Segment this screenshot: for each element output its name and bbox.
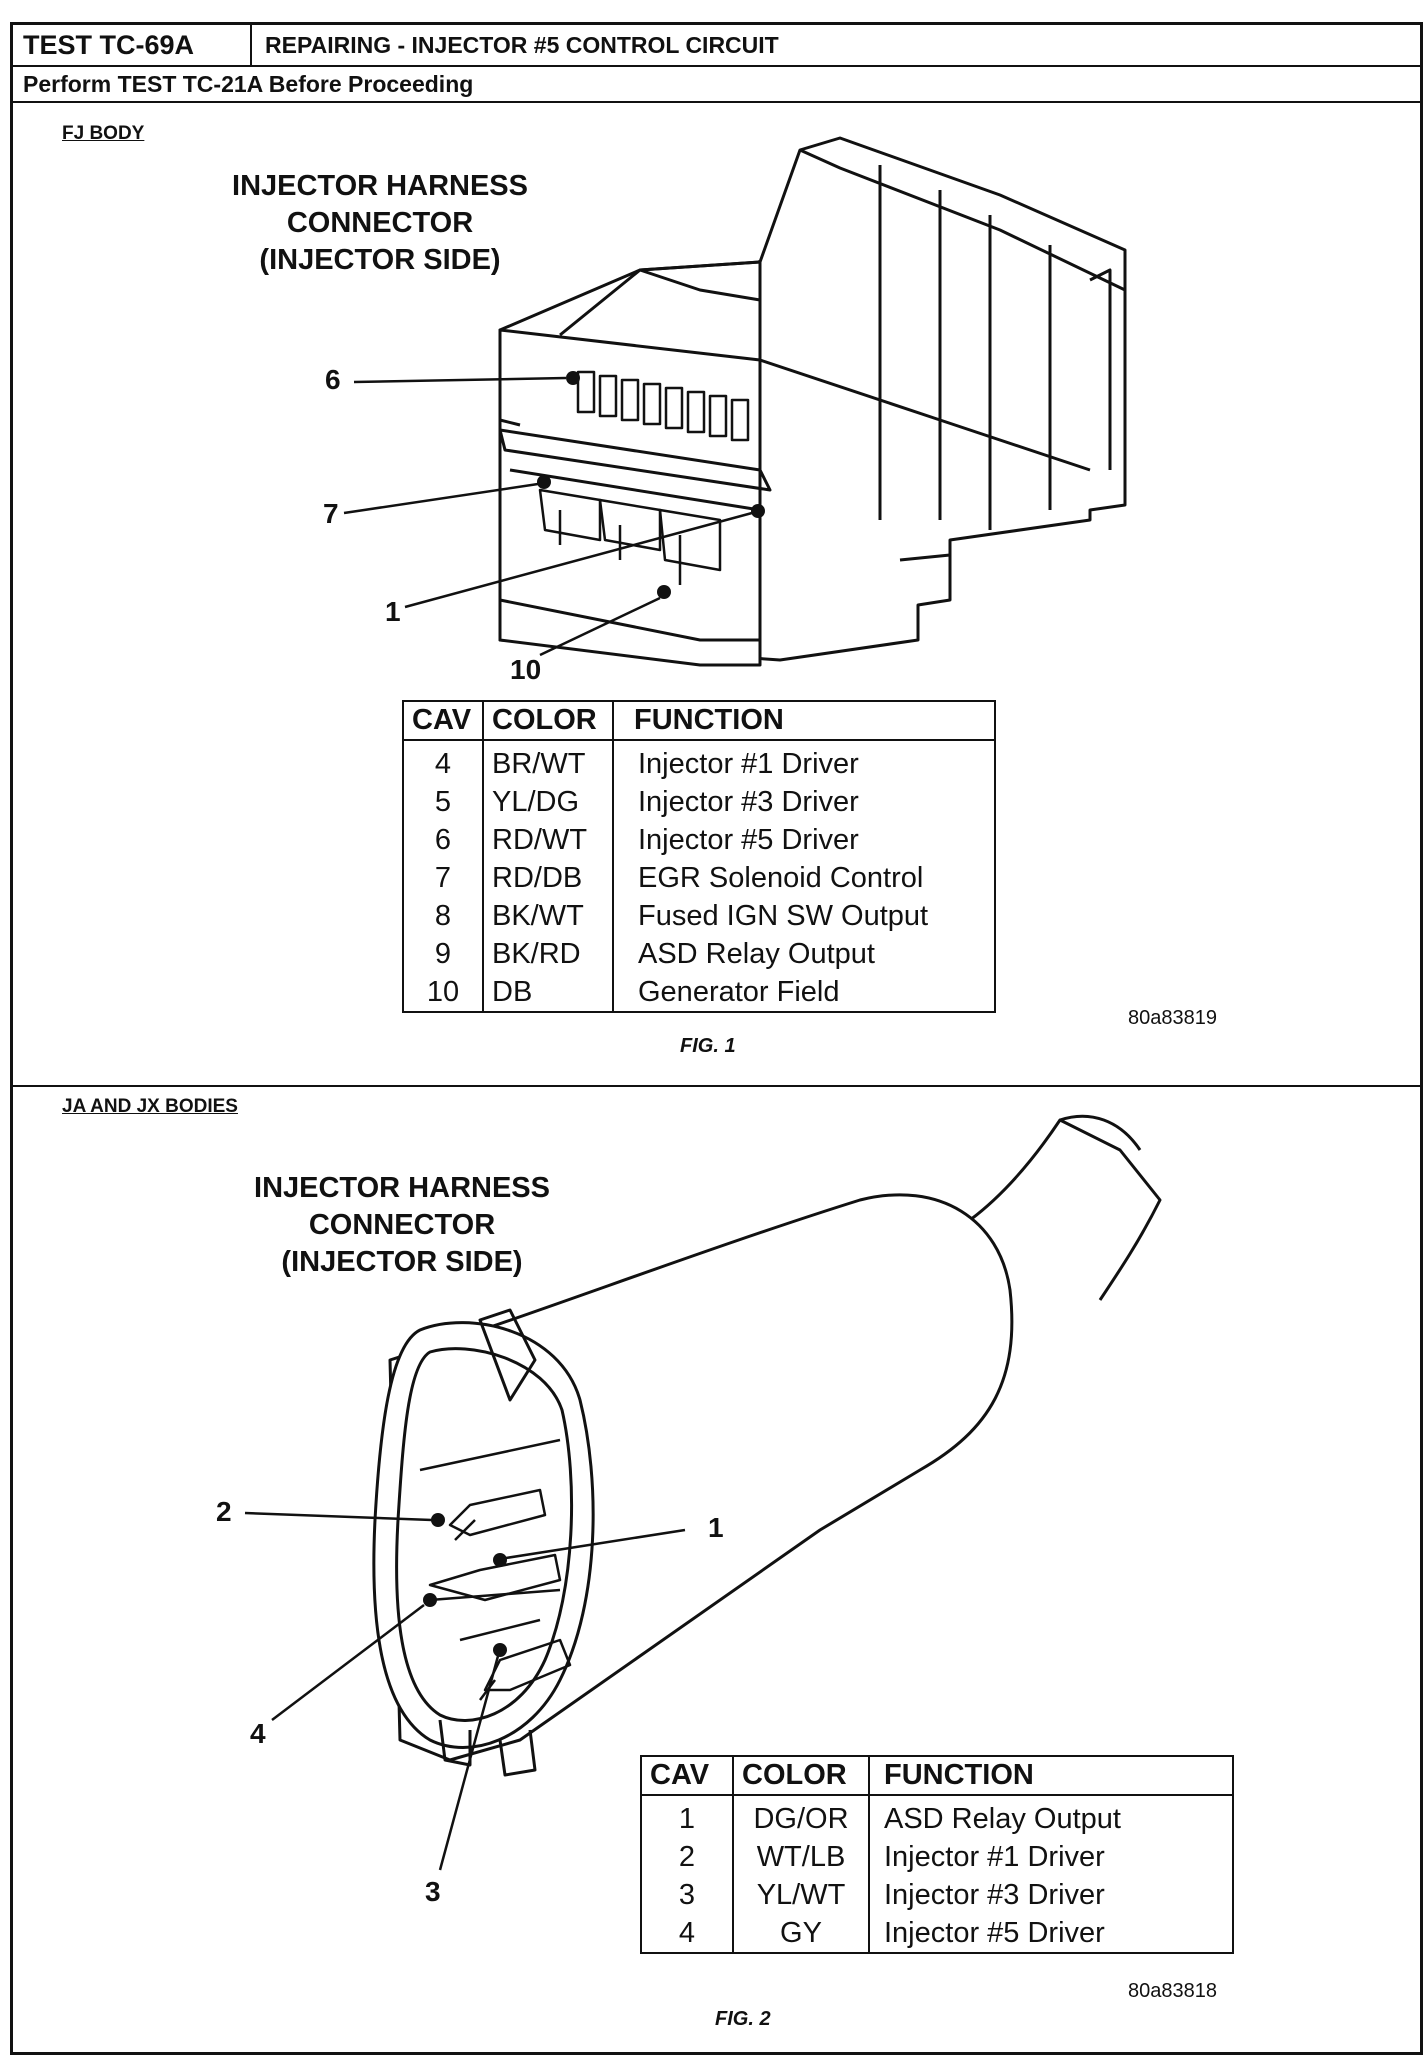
table-header-row: CAV COLOR FUNCTION bbox=[641, 1756, 1233, 1796]
cav-cell: 2 bbox=[678, 1841, 696, 1873]
fig2-caption: INJECTOR HARNESS CONNECTOR (INJECTOR SID… bbox=[254, 1172, 550, 1278]
col-header-function: FUNCTION bbox=[612, 701, 995, 741]
function-cell: Injector #3 Driver bbox=[868, 1876, 1233, 1914]
fig1-callout-10: 10 bbox=[510, 654, 542, 685]
fig1-callout-7: 7 bbox=[323, 498, 339, 529]
fig2-callout-4: 4 bbox=[250, 1718, 266, 1749]
color-cell: WT/LB bbox=[732, 1838, 869, 1876]
table-row: 7 RD/DB EGR Solenoid Control bbox=[403, 859, 995, 897]
function-cell: Injector #5 Driver bbox=[612, 821, 995, 859]
color-cell: YL/WT bbox=[732, 1876, 869, 1914]
color-cell: BK/RD bbox=[482, 935, 613, 973]
function-cell: ASD Relay Output bbox=[868, 1795, 1233, 1838]
header-row: TEST TC-69A REPAIRING - INJECTOR #5 CONT… bbox=[13, 25, 1420, 67]
table-row: 10 DB Generator Field bbox=[403, 973, 995, 1012]
table-row: 5 YL/DG Injector #3 Driver bbox=[403, 783, 995, 821]
fig2-image-id: 80a83818 bbox=[1128, 1980, 1217, 2002]
function-cell: Injector #3 Driver bbox=[612, 783, 995, 821]
function-cell: Fused IGN SW Output bbox=[612, 897, 995, 935]
cav-cell: 7 bbox=[434, 862, 452, 894]
fig1-label: FIG. 1 bbox=[680, 1035, 736, 1057]
fig1-pinout-table: CAV COLOR FUNCTION 4 BR/WT Injector #1 D… bbox=[402, 700, 996, 1013]
table-row: 1 DG/OR ASD Relay Output bbox=[641, 1795, 1233, 1838]
function-cell: EGR Solenoid Control bbox=[612, 859, 995, 897]
fig2-section-label: JA AND JX BODIES bbox=[62, 1096, 238, 1117]
color-cell: BR/WT bbox=[482, 740, 613, 783]
function-cell: Injector #1 Driver bbox=[612, 740, 995, 783]
cav-cell: 4 bbox=[434, 748, 452, 780]
fig2-pinout-table: CAV COLOR FUNCTION 1 DG/OR ASD Relay Out… bbox=[640, 1755, 1234, 1954]
fig1-caption: INJECTOR HARNESS CONNECTOR (INJECTOR SID… bbox=[232, 170, 528, 276]
test-id: TEST TC-69A bbox=[13, 25, 252, 65]
prerequisite-row: Perform TEST TC-21A Before Proceeding bbox=[13, 67, 1420, 103]
fig2-label: FIG. 2 bbox=[715, 2008, 771, 2030]
table-row: 3 YL/WT Injector #3 Driver bbox=[641, 1876, 1233, 1914]
fig1-section-label: FJ BODY bbox=[62, 123, 145, 144]
fig1-callout-6: 6 bbox=[325, 364, 341, 395]
section-divider bbox=[13, 1085, 1420, 1087]
prerequisite-text: Perform TEST TC-21A Before Proceeding bbox=[23, 71, 474, 97]
fig1-image-id: 80a83819 bbox=[1128, 1007, 1217, 1029]
table-row: 9 BK/RD ASD Relay Output bbox=[403, 935, 995, 973]
function-cell: Injector #1 Driver bbox=[868, 1838, 1233, 1876]
fig1-callout-1: 1 bbox=[385, 596, 401, 627]
table-header-row: CAV COLOR FUNCTION bbox=[403, 701, 995, 741]
table-row: 4 BR/WT Injector #1 Driver bbox=[403, 740, 995, 783]
cav-cell: 5 bbox=[434, 786, 452, 818]
table-row: 6 RD/WT Injector #5 Driver bbox=[403, 821, 995, 859]
color-cell: GY bbox=[732, 1914, 869, 1953]
test-title: REPAIRING - INJECTOR #5 CONTROL CIRCUIT bbox=[265, 32, 779, 58]
color-cell: BK/WT bbox=[482, 897, 613, 935]
table-row: 2 WT/LB Injector #1 Driver bbox=[641, 1838, 1233, 1876]
fig2-callout-2: 2 bbox=[216, 1496, 232, 1527]
col-header-cav: CAV bbox=[403, 701, 483, 741]
cav-cell: 10 bbox=[426, 976, 460, 1008]
color-cell: YL/DG bbox=[482, 783, 613, 821]
color-cell: DB bbox=[482, 973, 613, 1012]
cav-cell: 3 bbox=[678, 1879, 696, 1911]
function-cell: Injector #5 Driver bbox=[868, 1914, 1233, 1953]
function-cell: ASD Relay Output bbox=[612, 935, 995, 973]
color-cell: RD/DB bbox=[482, 859, 613, 897]
function-cell: Generator Field bbox=[612, 973, 995, 1012]
color-cell: DG/OR bbox=[732, 1795, 869, 1838]
fig2-callout-1: 1 bbox=[708, 1512, 724, 1543]
table-row: 8 BK/WT Fused IGN SW Output bbox=[403, 897, 995, 935]
table-row: 4 GY Injector #5 Driver bbox=[641, 1914, 1233, 1953]
col-header-function: FUNCTION bbox=[868, 1756, 1233, 1796]
cav-cell: 9 bbox=[434, 938, 452, 970]
cav-cell: 6 bbox=[434, 824, 452, 856]
fig2-callout-3: 3 bbox=[425, 1876, 441, 1907]
col-header-cav: CAV bbox=[641, 1756, 733, 1796]
cav-cell: 8 bbox=[434, 900, 452, 932]
cav-cell: 4 bbox=[678, 1917, 696, 1949]
cav-cell: 1 bbox=[678, 1803, 696, 1835]
color-cell: RD/WT bbox=[482, 821, 613, 859]
col-header-color: COLOR bbox=[732, 1756, 869, 1796]
col-header-color: COLOR bbox=[482, 701, 613, 741]
